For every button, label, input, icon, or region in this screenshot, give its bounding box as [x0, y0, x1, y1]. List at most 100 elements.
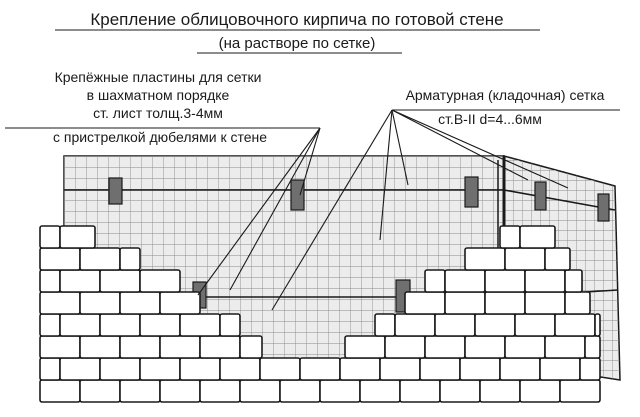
brick — [504, 247, 546, 271]
brick — [519, 379, 561, 403]
brick — [179, 357, 221, 381]
brick — [79, 379, 121, 403]
diagram-subtitle: (на растворе по сетке) — [219, 35, 376, 52]
brick — [484, 269, 526, 293]
brick — [159, 335, 201, 359]
brick — [464, 247, 506, 271]
brick — [139, 269, 181, 293]
brick — [539, 357, 581, 381]
brick — [59, 269, 101, 293]
plates-label-line1: Крепёжные пластины для сетки — [55, 69, 262, 85]
plates-label: Крепёжные пластины для сетки в шахматном… — [53, 69, 267, 145]
brick — [39, 247, 81, 271]
brick — [524, 269, 566, 293]
brick — [374, 313, 396, 337]
plates-label-line4: с пристрелкой дюбелями к стене — [53, 129, 267, 145]
brick — [524, 291, 566, 315]
brick — [159, 291, 201, 315]
brick — [39, 225, 61, 249]
brick — [279, 379, 321, 403]
brick — [474, 313, 516, 337]
brick — [39, 313, 61, 337]
brick — [59, 357, 101, 381]
brick — [99, 313, 141, 337]
brick — [39, 379, 81, 403]
brick — [479, 379, 521, 403]
brick — [544, 247, 571, 271]
plates-leaders — [5, 127, 321, 296]
brick — [424, 269, 446, 293]
brick — [39, 357, 61, 381]
brick — [119, 291, 161, 315]
brick — [139, 313, 181, 337]
brick — [39, 335, 81, 359]
brick — [519, 225, 556, 249]
brick — [464, 335, 506, 359]
brick — [39, 291, 81, 315]
brick — [499, 225, 521, 249]
brick — [59, 225, 96, 249]
brick — [99, 357, 141, 381]
brick — [484, 291, 526, 315]
brick — [179, 313, 221, 337]
mesh-label-line1: Арматурная (кладочная) сетка — [406, 87, 605, 103]
brick — [559, 379, 601, 403]
diagram-title: Крепление облицовочного кирпича по готов… — [90, 10, 503, 29]
brick — [424, 335, 466, 359]
brick — [239, 379, 281, 403]
mesh-wire-upper-side — [503, 189, 616, 211]
brick — [379, 357, 421, 381]
brick — [504, 335, 546, 359]
brick — [159, 379, 201, 403]
brick — [299, 357, 341, 381]
brick — [459, 357, 501, 381]
brick — [319, 379, 361, 403]
brick — [564, 269, 583, 293]
brick — [584, 335, 601, 359]
brick — [434, 313, 476, 337]
brick — [79, 247, 121, 271]
brick — [119, 247, 141, 271]
fastening-plate — [534, 181, 547, 211]
mesh-leaders — [271, 109, 620, 311]
brick — [444, 269, 486, 293]
brick — [199, 379, 241, 403]
brick — [399, 379, 441, 403]
brick — [579, 357, 601, 381]
brick — [514, 313, 556, 337]
brick — [119, 335, 161, 359]
fastening-plate — [464, 176, 479, 208]
brick — [554, 313, 596, 337]
brick — [259, 357, 301, 381]
brick — [219, 313, 241, 337]
brick — [384, 335, 426, 359]
plates-label-line3: ст. лист толщ.3-4мм — [93, 105, 223, 121]
mesh-label-line2: ст.В-II d=4...6мм — [438, 111, 542, 127]
brick — [139, 357, 181, 381]
brick — [439, 379, 481, 403]
brick — [544, 335, 586, 359]
brick — [99, 269, 141, 293]
brick — [344, 335, 386, 359]
brick — [239, 335, 263, 359]
brick — [404, 291, 446, 315]
brick — [219, 357, 261, 381]
plates-label-line2: в шахматном порядке — [87, 87, 230, 103]
brick — [564, 291, 591, 315]
brick — [79, 335, 121, 359]
brick — [119, 379, 161, 403]
fastening-plate — [290, 179, 305, 211]
brick — [594, 313, 601, 337]
brick — [59, 313, 101, 337]
brick — [339, 357, 381, 381]
fastening-plate — [597, 193, 610, 222]
brick — [444, 291, 486, 315]
brick — [359, 379, 401, 403]
brick — [394, 313, 436, 337]
fastening-plate — [108, 177, 123, 205]
brick — [199, 335, 241, 359]
brick-cladding — [39, 225, 601, 403]
brick — [419, 357, 461, 381]
brick — [39, 269, 61, 293]
